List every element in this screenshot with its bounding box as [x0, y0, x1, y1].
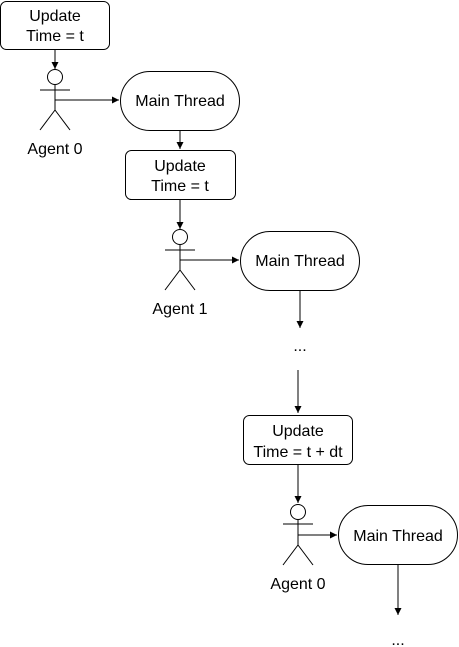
update-box-3-time: Time = t + dt — [253, 444, 343, 461]
update-box-3-title: Update — [272, 423, 324, 440]
agent-0-second-label: Agent 0 — [270, 576, 325, 593]
agent-0-actor-icon — [39, 69, 71, 131]
agent-1-label: Agent 1 — [152, 301, 207, 318]
agent-1-actor-icon — [164, 229, 196, 291]
main-thread-3: Main Thread — [338, 505, 458, 565]
agent-0-label: Agent 0 — [27, 141, 82, 158]
update-box-3: Update Time = t + dt — [243, 415, 353, 465]
main-thread-2-label: Main Thread — [255, 253, 345, 270]
main-thread-1-label: Main Thread — [135, 93, 225, 110]
update-box-2-time: Time = t — [151, 178, 209, 195]
update-box-2-title: Update — [154, 158, 206, 175]
main-thread-3-label: Main Thread — [353, 528, 443, 545]
agent-0-second-actor-icon — [282, 504, 314, 566]
ellipsis-1: ... — [293, 338, 306, 355]
update-box-1-title: Update — [29, 8, 81, 25]
update-box-2: Update Time = t — [125, 150, 236, 200]
main-thread-1: Main Thread — [120, 71, 240, 131]
update-box-1-time: Time = t — [26, 28, 84, 45]
update-box-1: Update Time = t — [0, 1, 110, 50]
main-thread-2: Main Thread — [240, 231, 360, 291]
ellipsis-2: ... — [391, 632, 404, 647]
